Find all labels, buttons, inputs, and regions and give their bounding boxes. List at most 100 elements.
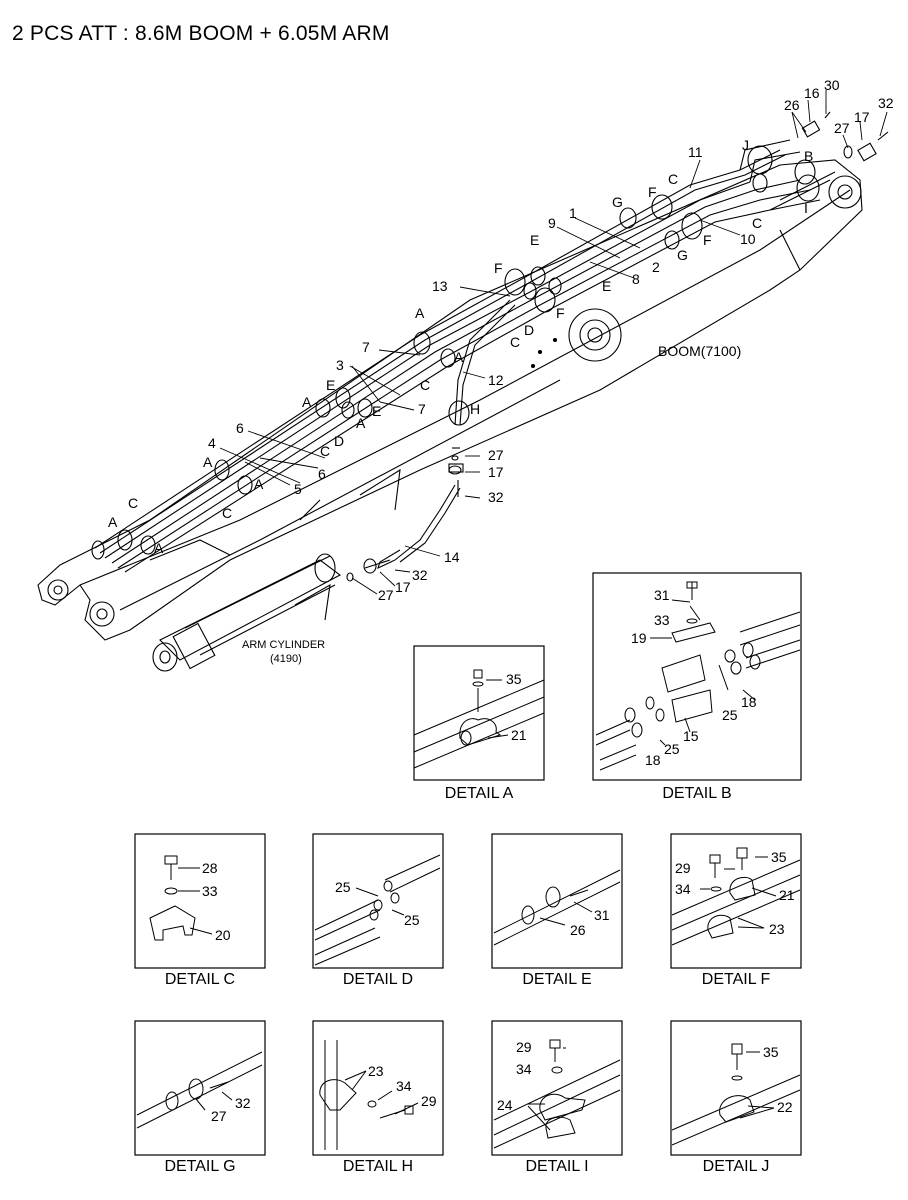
detail-h-labels: 23 34 29 (368, 1063, 437, 1109)
part-14: 14 (444, 549, 460, 565)
detail-f-part-4: 21 (779, 887, 795, 903)
detail-b-drawing (595, 581, 801, 771)
detail-f-part-1: 29 (675, 860, 691, 876)
detail-d-part-2: 25 (404, 912, 420, 928)
detail-f-part-3: 34 (675, 881, 691, 897)
detail-c-caption: DETAIL C (164, 971, 236, 988)
part-12: 12 (488, 372, 504, 388)
detail-b-part-6: 15 (683, 728, 699, 744)
part-6-top: 6 (236, 420, 244, 436)
detail-marker-a-5: A (203, 454, 213, 470)
detail-a-drawing (413, 669, 545, 769)
part-4: 4 (208, 435, 216, 451)
detail-g-box (134, 1020, 266, 1156)
detail-a-labels: 35 21 (506, 671, 527, 743)
detail-marker-c-1: C (668, 171, 678, 187)
detail-b-part-2: 33 (654, 612, 670, 628)
detail-b-part-3: 19 (631, 630, 647, 646)
detail-d-box (312, 833, 444, 969)
detail-c-part-2: 33 (202, 883, 218, 899)
detail-marker-j: J (742, 137, 749, 153)
part-27-mid: 27 (488, 447, 504, 463)
detail-j-part-2: 22 (777, 1099, 793, 1115)
detail-d-part-1: 25 (335, 879, 351, 895)
detail-a-part-1: 35 (506, 671, 522, 687)
part-7-bottom: 7 (418, 401, 426, 417)
part-32-low: 32 (412, 567, 428, 583)
detail-d-caption: DETAIL D (342, 971, 414, 988)
part-8: 8 (632, 271, 640, 287)
detail-g-labels: 32 27 (211, 1095, 251, 1124)
detail-f-box (670, 833, 802, 969)
detail-marker-i: I (804, 200, 808, 216)
detail-b-part-8: 18 (645, 752, 661, 768)
part-6-bottom: 6 (318, 466, 326, 482)
detail-marker-e-4: E (372, 403, 381, 419)
boom-label: BOOM(7100) (658, 343, 741, 359)
detail-e-box (491, 833, 623, 969)
detail-e-part-1: 31 (594, 907, 610, 923)
detail-i-box (491, 1020, 623, 1156)
detail-marker-a-6: A (254, 476, 264, 492)
part-2: 2 (652, 259, 660, 275)
part-17-low: 17 (395, 579, 411, 595)
detail-f-drawing (671, 847, 801, 946)
part-3: 3 (336, 357, 344, 373)
detail-marker-c-3: C (510, 334, 520, 350)
detail-marker-d-2: D (334, 433, 344, 449)
detail-c-drawing (149, 855, 213, 941)
detail-h-part-3: 29 (421, 1093, 437, 1109)
detail-a-part-2: 21 (511, 727, 527, 743)
detail-a-caption: DETAIL A (444, 785, 514, 802)
part-32-top: 32 (878, 95, 894, 111)
arm-cylinder (152, 553, 391, 672)
detail-b-part-1: 31 (654, 587, 670, 603)
detail-e-labels: 31 26 (570, 907, 610, 938)
detail-marker-d-1: D (524, 322, 534, 338)
detail-b-part-5: 25 (722, 707, 738, 723)
detail-g-part-2: 27 (211, 1108, 227, 1124)
boom-body (37, 159, 863, 641)
detail-f-labels: 29 35 34 21 23 (675, 849, 795, 937)
detail-marker-a-3: A (302, 394, 312, 410)
part-5: 5 (294, 481, 302, 497)
detail-g-part-1: 32 (235, 1095, 251, 1111)
detail-marker-g-2: G (677, 247, 688, 263)
part-16: 16 (804, 85, 820, 101)
detail-h-part-1: 23 (368, 1063, 384, 1079)
arm-cylinder-code: (4190) (270, 653, 302, 665)
detail-marker-c-4: C (420, 377, 430, 393)
part-27-top: 27 (834, 120, 850, 136)
main-labels: 30 16 26 32 17 27 J 11 B C I F G C 10 F … (108, 77, 894, 603)
detail-marker-c-2: C (752, 215, 762, 231)
detail-marker-e-2: E (602, 278, 611, 294)
part-17-top: 17 (854, 109, 870, 125)
detail-c-box (134, 833, 266, 969)
detail-g-caption: DETAIL G (164, 1158, 236, 1175)
part-27-low: 27 (378, 587, 394, 603)
detail-e-part-2: 26 (570, 922, 586, 938)
detail-j-caption: DETAIL J (702, 1158, 770, 1175)
detail-b-caption: DETAIL B (662, 785, 732, 802)
main-leader-lines (219, 90, 888, 595)
detail-j-box (670, 1020, 802, 1156)
diagram-title: 2 PCS ATT : 8.6M BOOM + 6.05M ARM (12, 22, 390, 45)
detail-f-part-5: 23 (769, 921, 785, 937)
detail-marker-a-2: A (454, 349, 464, 365)
detail-i-drawing (493, 1039, 621, 1149)
detail-marker-c-7: C (222, 505, 232, 521)
arm-cylinder-label: ARM CYLINDER (242, 639, 325, 651)
part-30: 30 (824, 77, 840, 93)
detail-g-drawing (136, 1051, 263, 1129)
detail-marker-h: H (470, 401, 480, 417)
detail-d-drawing (314, 854, 441, 966)
part-11: 11 (688, 144, 703, 160)
part-32-mid: 32 (488, 489, 504, 505)
detail-b-part-4: 18 (741, 694, 757, 710)
detail-d-labels: 25 25 (335, 879, 420, 928)
detail-h-caption: DETAIL H (342, 1158, 414, 1175)
detail-marker-b: B (804, 148, 813, 164)
detail-marker-e-3: E (326, 377, 335, 393)
detail-j-drawing (671, 1043, 801, 1146)
